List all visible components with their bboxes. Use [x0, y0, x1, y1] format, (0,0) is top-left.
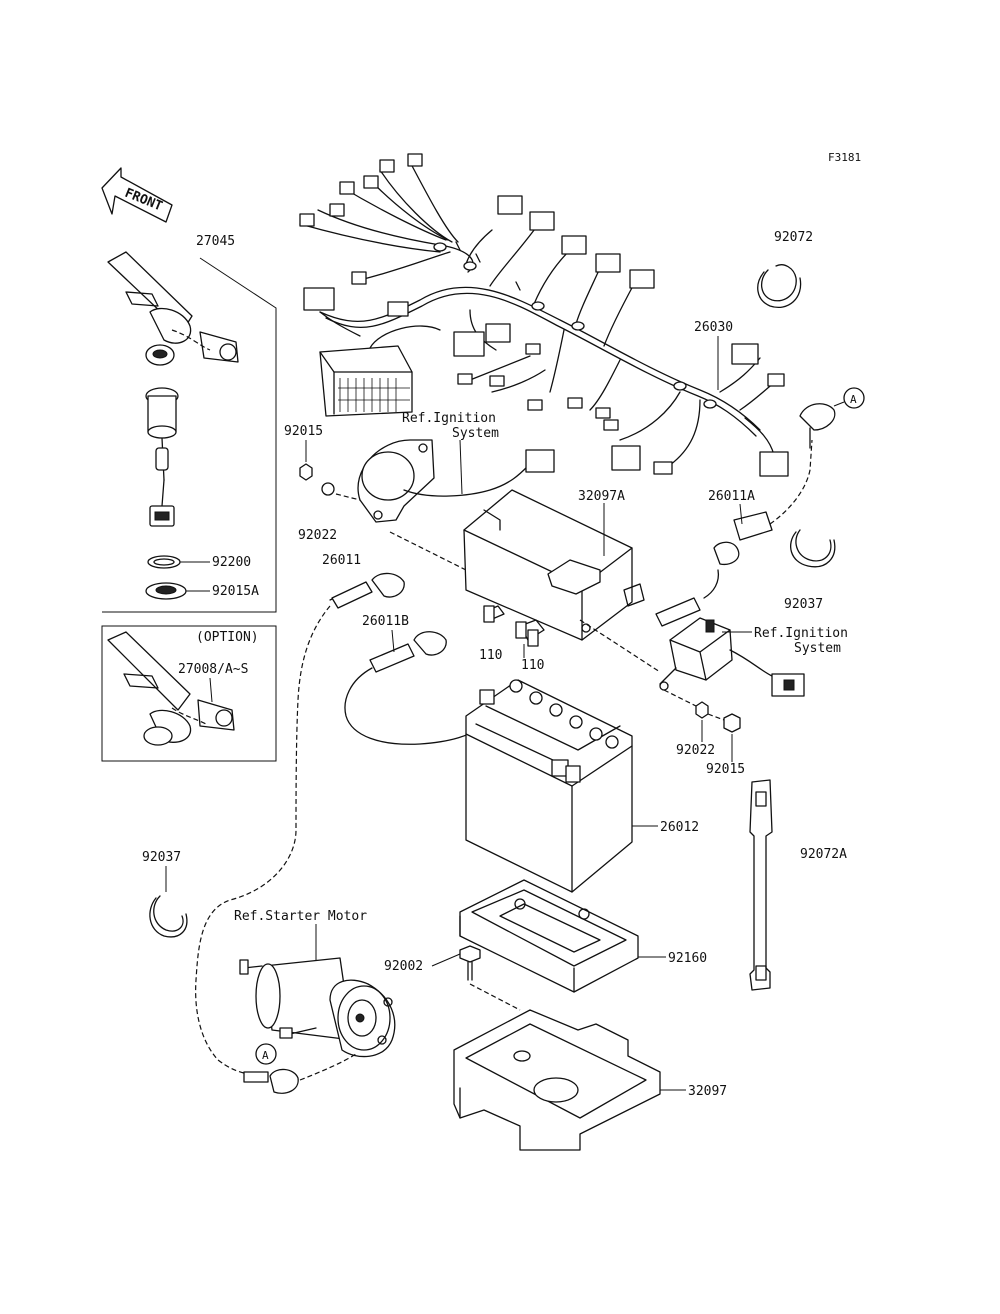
nut-92015-right-icon: [723, 713, 741, 733]
main-wiring-harness-icon: [299, 161, 776, 466]
battery-band-icon: [749, 779, 773, 991]
part-92072-label: 92072: [774, 230, 813, 245]
washer-92200-icon: [147, 555, 181, 569]
ref-ignition-system-right-line1: Ref.Ignition: [754, 626, 848, 641]
bolts-110-icon: [483, 605, 539, 647]
terminal-cap-a-bottom-icon: A: [243, 1043, 357, 1094]
clamp-92072-icon: [757, 264, 802, 308]
starter-relay-icon: [659, 617, 805, 697]
ignition-switch-group-frame: [102, 257, 277, 613]
part-92015A-label: 92015A: [212, 584, 259, 599]
regulator-icon: [357, 439, 555, 523]
part-92037-left-label: 92037: [142, 850, 181, 865]
option-switch-icon: [107, 631, 235, 746]
figure-code: F3181: [828, 151, 861, 164]
part-92022-right-label: 92022: [676, 743, 715, 758]
ignition-switch-icon: [107, 251, 239, 366]
part-92160-label: 92160: [668, 951, 707, 966]
part-32097-label: 32097: [688, 1084, 727, 1099]
battery-icon: [465, 679, 633, 893]
part-26011A-label: 26011A: [708, 489, 755, 504]
part-26012-label: 26012: [660, 820, 699, 835]
part-92200-label: 92200: [212, 555, 251, 570]
part-92037-right-label: 92037: [784, 597, 823, 612]
part-110-b-label: 110: [521, 658, 544, 673]
battery-case-icon: [453, 1009, 661, 1151]
part-27045-label: 27045: [196, 234, 235, 249]
part-26011B-label: 26011B: [362, 614, 409, 629]
clamp-92037-left-icon: [149, 895, 188, 938]
nut-92015A-icon: [145, 582, 187, 600]
part-32097A-label: 32097A: [578, 489, 625, 504]
battery-cable-26011A-icon: [655, 439, 813, 627]
ref-ignition-system-top-line1: Ref.Ignition: [402, 411, 496, 426]
front-arrow-icon: FRONT: [101, 167, 173, 223]
part-92072A-label: 92072A: [800, 847, 847, 862]
part-26011-label: 26011: [322, 553, 361, 568]
ref-ignition-system-right-line2: System: [794, 641, 841, 656]
part-26030-label: 26030: [694, 320, 733, 335]
part-110-a-label: 110: [479, 648, 502, 663]
ref-ignition-system-top-line2: System: [452, 426, 499, 441]
part-92002-label: 92002: [384, 959, 423, 974]
key-cylinder-icon: [145, 387, 179, 527]
part-27008-label: 27008/A~S: [178, 662, 248, 677]
clamp-92037-right-icon: [790, 529, 836, 568]
battery-cable-26011-icon: [195, 572, 405, 1077]
starter-motor-icon: [239, 957, 396, 1058]
option-group-frame: [101, 625, 277, 762]
battery-tray-icon: [459, 879, 639, 993]
marker-a-bottom: A: [262, 1049, 269, 1062]
harness-connectors-icon: [299, 153, 789, 477]
marker-a-top: A: [850, 393, 857, 406]
relay-box-icon: [319, 345, 413, 417]
ref-starter-motor: Ref.Starter Motor: [234, 909, 367, 924]
part-92015-right-label: 92015: [706, 762, 745, 777]
option-label: (OPTION): [196, 630, 259, 645]
washer-92022-left-icon: [321, 482, 335, 496]
part-92022-left-label: 92022: [298, 528, 337, 543]
battery-cable-26011B-icon: [344, 631, 489, 745]
washer-92022-right-icon: [695, 701, 709, 719]
nut-92015-left-icon: [299, 463, 313, 481]
bolt-92002-icon: [459, 945, 481, 981]
part-92015-left-label: 92015: [284, 424, 323, 439]
terminal-cap-a-top-icon: A: [799, 387, 865, 449]
